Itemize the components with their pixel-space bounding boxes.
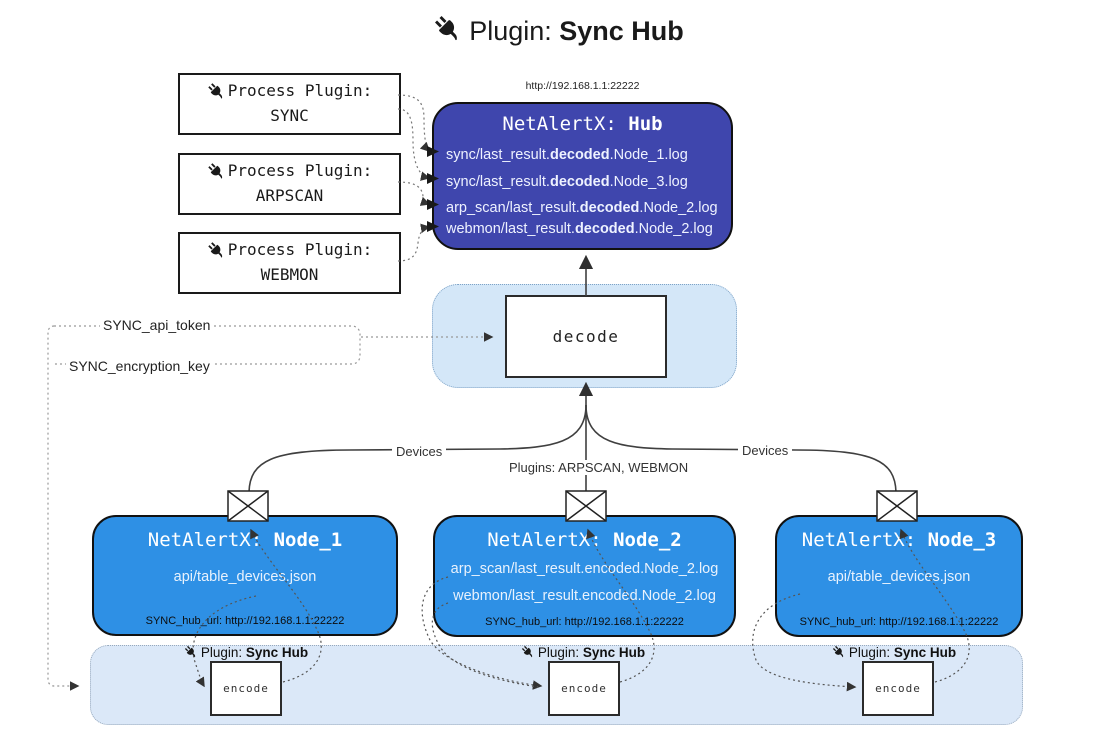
- node-line: arp_scan/last_result.encoded.Node_2.log: [450, 561, 719, 577]
- node-hub-url: SYNC_hub_url: http://192.168.1.1:22222: [485, 616, 684, 628]
- node-title: NetAlertX: Node_3: [801, 529, 997, 551]
- edge-label-devices-left: Devices: [392, 444, 447, 459]
- hub-title: NetAlertX: Hub: [502, 113, 663, 135]
- plug-icon: [207, 162, 226, 181]
- encode-plugin-label: Plugin: Sync Hub: [814, 645, 974, 660]
- process-plugin-name: ARPSCAN: [255, 186, 324, 205]
- node-box-node2: NetAlertX: Node_2 arp_scan/last_result.e…: [433, 515, 736, 637]
- secret-label-api-token: SYNC_api_token: [100, 317, 214, 333]
- edge-label-devices-right: Devices: [738, 443, 793, 458]
- process-plugin-name: SYNC: [270, 106, 309, 125]
- encode-box: encode: [862, 661, 934, 716]
- secret-label-encryption-key: SYNC_encryption_key: [66, 358, 213, 374]
- hub-url: http://192.168.1.1:22222: [525, 80, 640, 92]
- plug-icon: [521, 645, 535, 659]
- process-plugin-label: Process Plugin:: [227, 161, 373, 181]
- hub-log-line: webmon/last_result.decoded.Node_2.log: [446, 221, 713, 237]
- node-box-node3: NetAlertX: Node_3 api/table_devices.json…: [775, 515, 1023, 637]
- node-title: NetAlertX: Node_1: [147, 529, 343, 551]
- encode-plugin-label: Plugin: Sync Hub: [166, 645, 326, 660]
- hub-log-line: arp_scan/last_result.decoded.Node_2.log: [446, 200, 718, 216]
- process-plugin-label: Process Plugin:: [227, 240, 373, 260]
- node-line: api/table_devices.json: [827, 569, 971, 585]
- node-box-node1: NetAlertX: Node_1 api/table_devices.json…: [92, 515, 398, 636]
- node-title: NetAlertX: Node_2: [487, 529, 682, 551]
- decode-box: decode: [505, 295, 667, 378]
- process-plugin-name: WEBMON: [260, 265, 319, 284]
- page-title: Plugin: Sync Hub: [0, 14, 1117, 47]
- plugin-to-hub-connectors: [397, 94, 431, 262]
- process-plugin-box-webmon: Process Plugin: WEBMON: [178, 232, 401, 294]
- plug-icon: [832, 645, 846, 659]
- hub-log-line: sync/last_result.decoded.Node_1.log: [446, 147, 688, 163]
- process-plugin-box-arpscan: Process Plugin: ARPSCAN: [178, 153, 401, 215]
- hub-log-line: sync/last_result.decoded.Node_3.log: [446, 174, 688, 190]
- process-plugin-label: Process Plugin:: [227, 81, 373, 101]
- node-hub-url: SYNC_hub_url: http://192.168.1.1:22222: [145, 615, 345, 627]
- plug-icon: [433, 14, 463, 44]
- plug-icon: [184, 645, 198, 659]
- edge-label-plugins: Plugins: ARPSCAN, WEBMON: [505, 460, 693, 475]
- encode-box: encode: [548, 661, 620, 716]
- encode-plugin-label: Plugin: Sync Hub: [503, 645, 663, 660]
- node-line: api/table_devices.json: [173, 569, 317, 585]
- encode-box: encode: [210, 661, 282, 716]
- page-title-label: Plugin:: [469, 16, 552, 46]
- plug-icon: [207, 241, 226, 260]
- page-title-name: Sync Hub: [559, 16, 684, 46]
- process-plugin-box-sync: Process Plugin: SYNC: [178, 73, 401, 135]
- node-line: webmon/last_result.encoded.Node_2.log: [453, 588, 716, 604]
- node-hub-url: SYNC_hub_url: http://192.168.1.1:22222: [799, 616, 999, 628]
- decode-label: decode: [552, 327, 620, 346]
- hub-box: NetAlertX: Hub sync/last_result.decoded.…: [432, 102, 733, 250]
- plug-icon: [207, 82, 226, 101]
